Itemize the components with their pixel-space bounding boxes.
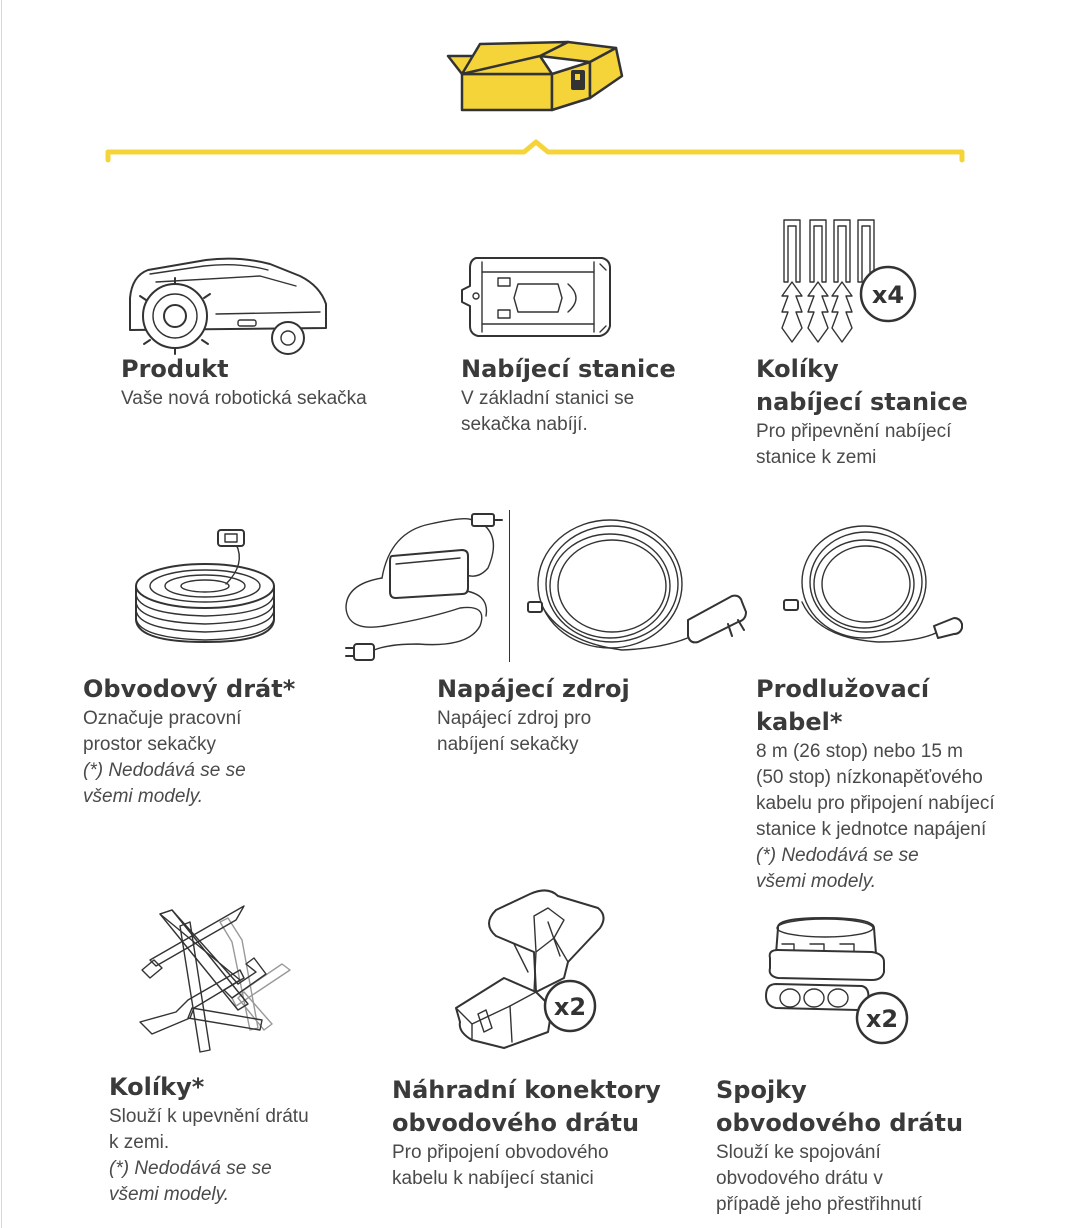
coiled-cable-icon: [527, 519, 747, 651]
item-desc: Napájecí zdroj pro: [437, 708, 592, 729]
item-title: Prodlužovací: [756, 675, 930, 703]
item-note: všemi modely.: [756, 871, 877, 892]
item-desc: k zemi.: [109, 1132, 170, 1153]
vertical-divider: [509, 510, 510, 662]
item-title: Nabíjecí stanice: [461, 355, 676, 383]
item-desc: stanice k zemi: [756, 447, 877, 468]
item-desc: Označuje pracovní: [83, 708, 242, 729]
page-edge-line: [1, 0, 2, 1228]
wire-pegs-icon: [139, 905, 291, 1053]
item-desc: stanice k jednotce napájení: [756, 819, 987, 840]
item-title: Napájecí zdroj: [437, 675, 630, 703]
item-desc: Slouží k upevnění drátu: [109, 1106, 309, 1127]
item-desc: Pro připevnění nabíjecí: [756, 421, 952, 442]
wire-coil-icon: [135, 529, 275, 643]
charging-station-icon: [461, 257, 611, 337]
item-desc: (50 stop) nízkonapěťového: [756, 767, 983, 788]
item-title: Kolíky*: [109, 1073, 205, 1101]
item-nahradni-konektory: Náhradní konektory obvodového drátu Pro …: [392, 1074, 692, 1192]
yellow-bracket: [105, 139, 965, 163]
item-title: obvodového drátu: [392, 1109, 640, 1137]
item-note: (*) Nedodává se se: [83, 760, 246, 781]
item-title: kabel*: [756, 708, 843, 736]
item-desc: obvodového drátu v: [716, 1168, 883, 1189]
item-desc: sekačka nabíjí.: [461, 414, 588, 435]
item-obvodovy-drat: Obvodový drát* Označuje pracovní prostor…: [83, 673, 403, 810]
item-title: Kolíky: [756, 355, 839, 383]
badge-text: x2: [554, 993, 586, 1021]
power-supply-icon: [345, 513, 503, 661]
robot-mower-icon: [129, 257, 327, 355]
item-note: všemi modely.: [109, 1184, 230, 1205]
item-desc: Pro připojení obvodového: [392, 1142, 609, 1163]
item-desc: prostor sekačky: [83, 734, 217, 755]
item-title: Spojky: [716, 1076, 807, 1104]
item-desc: kabelu k nabíjecí stanici: [392, 1168, 594, 1189]
station-pegs-icon: x4: [781, 219, 917, 343]
item-napajeci-zdroj: Napájecí zdroj Napájecí zdroj pro nabíje…: [437, 673, 737, 758]
item-note: všemi modely.: [83, 786, 204, 807]
item-produkt: Produkt Vaše nová robotická sekačka: [121, 353, 421, 412]
badge-text: x4: [872, 281, 904, 309]
coupler-icon: x2: [765, 917, 909, 1045]
connector-icon: x2: [455, 889, 605, 1049]
item-koliky-stanice: Kolíky nabíjecí stanice Pro připevnění n…: [756, 353, 1056, 471]
item-desc: V základní stanici se: [461, 388, 635, 409]
item-title: Produkt: [121, 355, 229, 383]
item-title: nabíjecí stanice: [756, 388, 968, 416]
item-title: obvodového drátu: [716, 1109, 964, 1137]
item-koliky: Kolíky* Slouží k upevnění drátu k zemi. …: [109, 1071, 409, 1208]
item-desc: nabíjení sekačky: [437, 734, 579, 755]
item-nabijeci-stanice: Nabíjecí stanice V základní stanici se s…: [461, 353, 761, 438]
item-desc: Slouží ke spojování: [716, 1142, 881, 1163]
item-prodluzovaci-kabel: Prodlužovací kabel* 8 m (26 stop) nebo 1…: [756, 673, 1056, 895]
item-desc: 8 m (26 stop) nebo 15 m: [756, 741, 963, 762]
item-desc: případě jeho přestřihnutí: [716, 1194, 922, 1215]
item-title: Obvodový drát*: [83, 675, 296, 703]
extension-cable-icon: [783, 525, 963, 643]
item-note: (*) Nedodává se se: [756, 845, 919, 866]
item-desc: kabelu pro připojení nabíjecí: [756, 793, 995, 814]
item-title: Náhradní konektory: [392, 1076, 661, 1104]
item-spojky: Spojky obvodového drátu Slouží ke spojov…: [716, 1074, 1036, 1218]
item-desc: Vaše nová robotická sekačka: [121, 388, 367, 409]
box-icon: [446, 40, 624, 112]
badge-text: x2: [866, 1005, 898, 1033]
item-note: (*) Nedodává se se: [109, 1158, 272, 1179]
